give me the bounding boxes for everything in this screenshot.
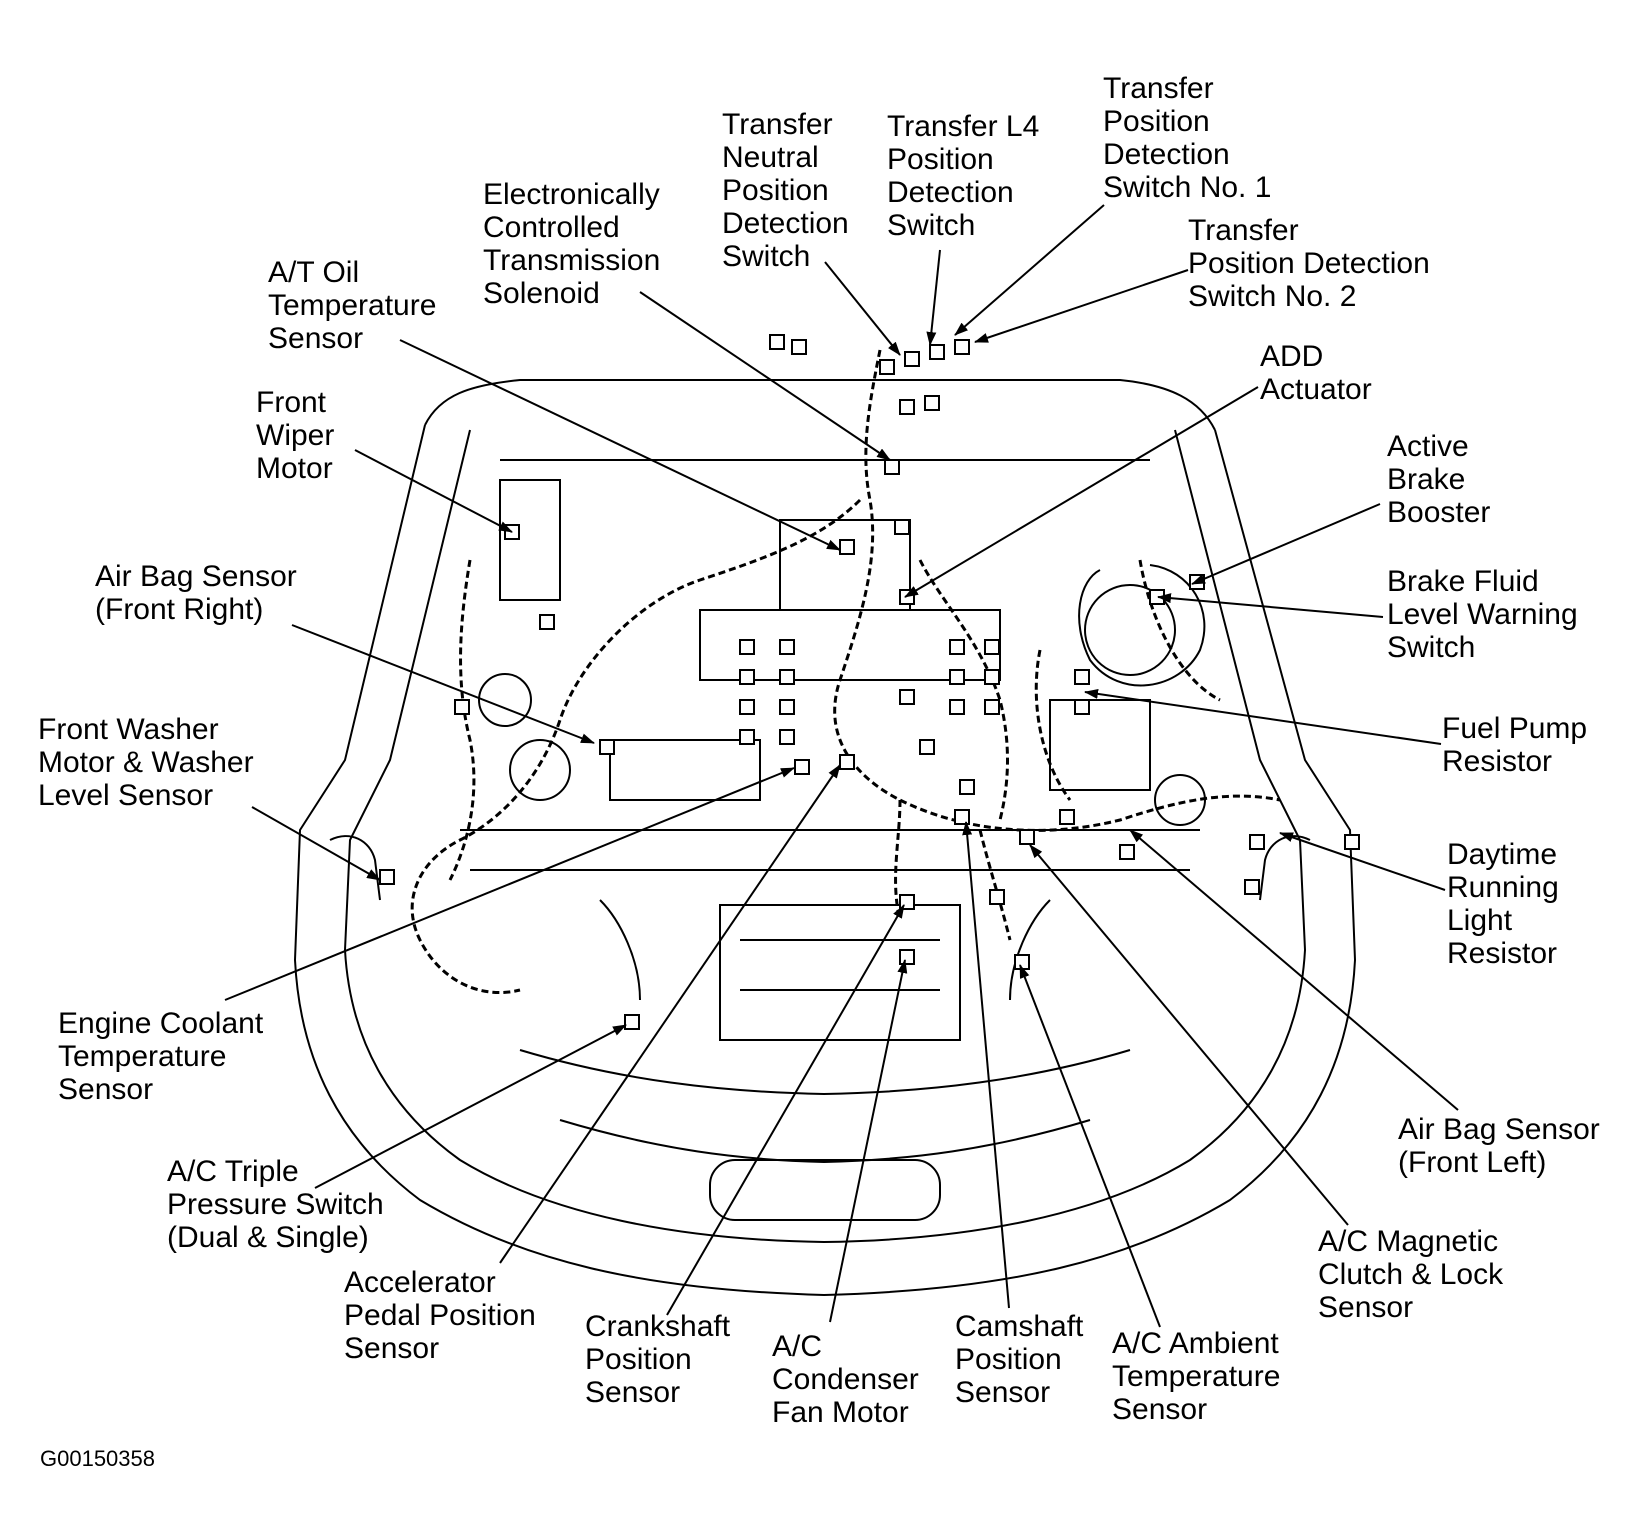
leader-ect-sensor [224,767,795,1001]
connector-blocks [379,334,1360,1030]
label-add-actuator: ADD Actuator [1260,340,1372,406]
label-transfer-position-detection-switch-1: Transfer Position Detection Switch No. 1 [1103,72,1272,204]
leader-airbag-left [1129,829,1459,1111]
leader-accel-pedal [499,764,841,1264]
leader-transfer-pos1 [954,204,1105,336]
label-crankshaft-position-sensor: Crankshaft Position Sensor [585,1310,731,1409]
leader-fuel-pump [1084,688,1442,745]
label-ac-magnetic-clutch-lock-sensor: A/C Magnetic Clutch & Lock Sensor [1318,1225,1504,1324]
label-accelerator-pedal-position-sensor: Accelerator Pedal Position Sensor [344,1266,536,1365]
label-brake-fluid-level-warning-switch: Brake Fluid Level Warning Switch [1387,565,1578,664]
label-transfer-neutral-position-detection-switch: Transfer Neutral Position Detection Swit… [722,108,849,273]
leader-airbag-right [291,624,595,744]
leader-camshaft [962,821,1010,1309]
figure-id: G00150358 [40,1446,155,1471]
label-front-wiper-motor: Front Wiper Motor [256,386,335,485]
label-electronically-controlled-transmission-solenoid: Electronically Controlled Transmission S… [483,178,661,310]
leader-crankshaft [666,904,905,1316]
leader-brake-fluid [1157,593,1384,618]
leader-transfer-pos2 [974,269,1189,343]
label-transfer-position-detection-switch-2: Transfer Position Detection Switch No. 2 [1188,214,1430,313]
vehicle-body-outline [293,379,1357,1297]
label-transfer-l4-position-detection-switch: Transfer L4 Position Detection Switch [887,110,1040,242]
leader-ac-condenser [829,959,908,1323]
leader-front-washer [251,806,381,881]
leader-ac-clutch [1029,844,1349,1226]
label-ac-ambient-temperature-sensor: A/C Ambient Temperature Sensor [1112,1327,1281,1426]
label-ac-condenser-fan-motor: A/C Condenser Fan Motor [772,1330,919,1429]
leader-ac-triple [314,1024,627,1189]
leader-front-wiper [354,449,513,533]
leader-drl [1279,832,1446,891]
label-engine-coolant-temperature-sensor: Engine Coolant Temperature Sensor [58,1007,264,1106]
leader-ect-solenoid [639,291,891,461]
leader-transfer-neutral [824,261,901,356]
label-camshaft-position-sensor: Camshaft Position Sensor [955,1310,1084,1409]
leader-add-actuator [904,386,1259,598]
leader-lines [224,204,1459,1328]
label-air-bag-sensor-front-right: Air Bag Sensor (Front Right) [95,560,297,626]
leader-transfer-l4 [926,249,941,346]
leader-at-oil [399,339,841,551]
label-air-bag-sensor-front-left: Air Bag Sensor (Front Left) [1398,1113,1600,1179]
leader-ac-ambient [1019,964,1161,1328]
label-at-oil-temperature-sensor: A/T Oil Temperature Sensor [268,256,437,355]
label-fuel-pump-resistor: Fuel Pump Resistor [1442,712,1588,778]
leader-brake-booster [1191,503,1381,585]
label-daytime-running-light-resistor: Daytime Running Light Resistor [1447,838,1559,970]
label-ac-triple-pressure-switch: A/C Triple Pressure Switch (Dual & Singl… [167,1155,384,1254]
label-front-washer-motor-level-sensor: Front Washer Motor & Washer Level Sensor [38,713,254,812]
label-active-brake-booster: Active Brake Booster [1387,430,1491,529]
